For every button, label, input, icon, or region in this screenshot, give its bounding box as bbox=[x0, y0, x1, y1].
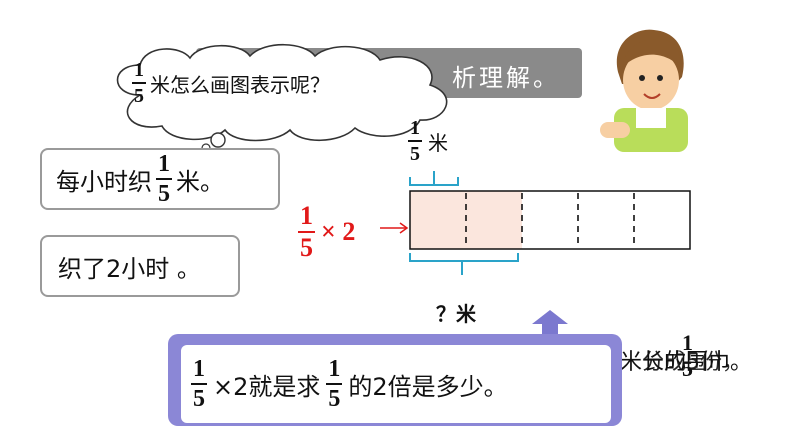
boy-illustration bbox=[600, 29, 688, 152]
conclusion-text: 1 5 ×2就是求 1 5 的2倍是多少。 bbox=[181, 345, 611, 423]
overlap-text-c: 1 bbox=[682, 330, 693, 355]
thought-cloud bbox=[116, 44, 448, 150]
hours-box: 织了2小时 。 bbox=[40, 235, 240, 297]
hours-text: 织了2小时 。 bbox=[58, 254, 201, 283]
rate-box: 每小时织 1 5 米。 bbox=[40, 148, 280, 210]
rate-fraction: 1 5 bbox=[156, 151, 172, 207]
rate-suffix: 米。 bbox=[176, 167, 224, 196]
conclusion-fraction-1: 1 5 bbox=[191, 356, 207, 412]
bar-outline bbox=[409, 190, 691, 250]
conclusion-fraction-2: 1 5 bbox=[326, 356, 343, 412]
conclusion-suffix: 的2倍是多少。 bbox=[348, 372, 508, 401]
bottom-bracket bbox=[409, 253, 519, 262]
banner-text: 析理解。 bbox=[452, 64, 560, 92]
overlap-text-b: 分成5份， bbox=[642, 350, 744, 375]
right-arrow-icon bbox=[380, 222, 409, 234]
shaded-segment bbox=[466, 191, 522, 249]
bar-diagram bbox=[409, 171, 691, 275]
cloud-text: 1 5 米怎么画图表示呢？ bbox=[132, 60, 330, 106]
bottom-label: ？米 bbox=[436, 304, 476, 326]
top-label: 1 5 米 bbox=[408, 118, 448, 164]
cloud-fraction: 1 5 bbox=[132, 59, 146, 107]
conclusion-middle: ×2就是求 bbox=[213, 372, 321, 401]
rate-prefix: 每小时织 bbox=[56, 167, 152, 196]
up-arrow-icon bbox=[532, 310, 568, 336]
shaded-segment bbox=[410, 191, 466, 249]
red-expression: 1 5 × 2 bbox=[298, 203, 355, 261]
bar-segments bbox=[409, 190, 691, 250]
cloud-question: 米怎么画图表示呢？ bbox=[150, 72, 330, 97]
expression-op: × 2 bbox=[321, 217, 356, 246]
overlap-text-a: 米长的围巾。 bbox=[620, 350, 753, 375]
top-label-unit: 米 bbox=[428, 130, 448, 155]
expression-fraction: 1 5 bbox=[298, 201, 315, 262]
overlap-text-d: 5 bbox=[682, 356, 693, 381]
top-label-fraction: 1 5 bbox=[408, 117, 422, 165]
